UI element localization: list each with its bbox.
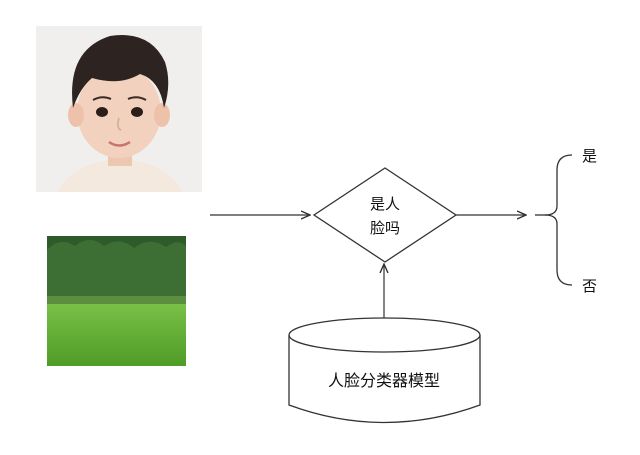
decision-label-line1: 是人	[370, 195, 400, 213]
classifier-model-cylinder	[288, 317, 481, 424]
output-brace	[544, 154, 573, 286]
grass-field-photo	[47, 236, 186, 366]
decision-diamond	[312, 167, 458, 263]
decision-label-line2: 脸吗	[370, 219, 400, 237]
output-no-label: 否	[582, 277, 597, 295]
child-portrait-photo	[36, 26, 202, 192]
model-label: 人脸分类器模型	[328, 371, 440, 390]
output-yes-label: 是	[582, 147, 597, 165]
